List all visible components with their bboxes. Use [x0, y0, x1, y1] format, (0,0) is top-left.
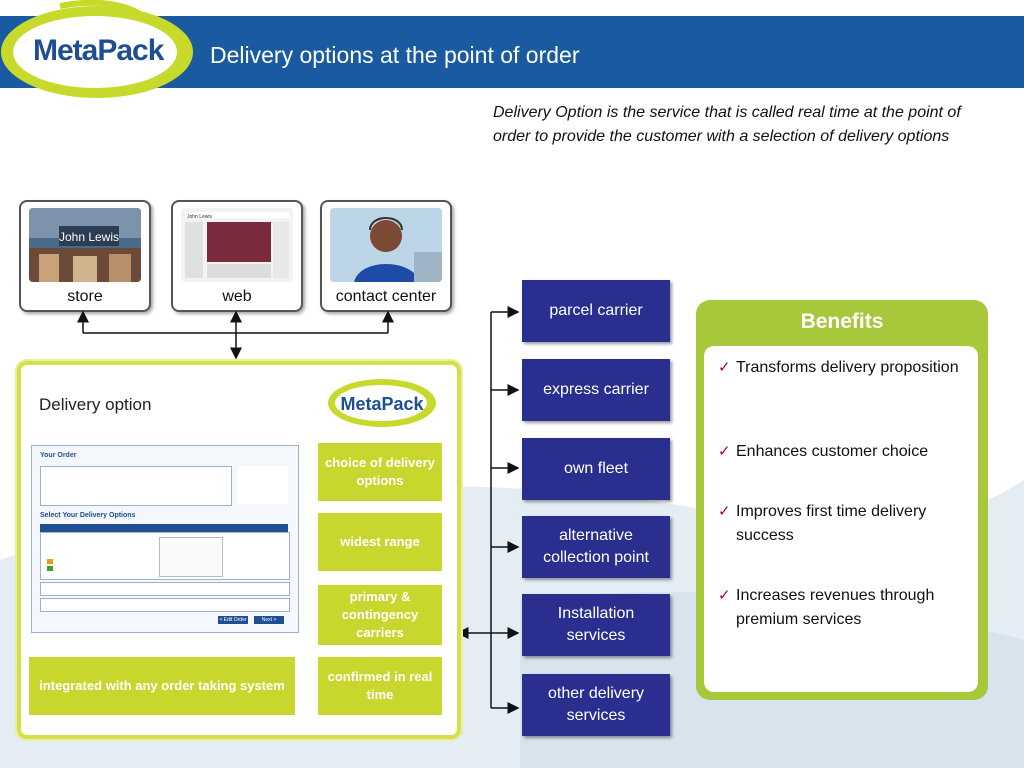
channel-web: John Lewis web: [171, 200, 303, 312]
logo-small-text: MetaPack: [340, 394, 424, 414]
feature-choice: choice of delivery options: [318, 443, 442, 501]
order-table: [40, 466, 232, 506]
checkmark-icon: ✓: [718, 359, 731, 376]
checkmark-icon: ✓: [718, 443, 731, 460]
option-day-of-choice: [40, 532, 290, 580]
benefit-item: ✓Transforms delivery proposition: [718, 356, 986, 380]
logo-swoosh-icon: [1, 0, 193, 98]
carrier-parcel: parcel carrier: [522, 280, 670, 342]
svg-text:John Lewis: John Lewis: [59, 230, 119, 244]
checkmark-icon: ✓: [718, 503, 731, 520]
next-button[interactable]: Next >: [254, 616, 284, 624]
metapack-logo-small: MetaPack: [326, 373, 438, 429]
calendar: [159, 537, 223, 577]
options-header-row: [40, 524, 288, 532]
channel-contact-center: contact center: [320, 200, 452, 312]
carrier-own-fleet: own fleet: [522, 438, 670, 500]
logo-text: MetaPack: [33, 34, 164, 67]
svg-text:John Lewis: John Lewis: [187, 214, 213, 220]
delivery-option-title: Delivery option: [39, 395, 152, 414]
benefits-title: Benefits: [800, 310, 884, 333]
deliver-to-box: [238, 466, 288, 504]
feature-confirmed: confirmed in real time: [318, 657, 442, 715]
contact-center-photo: [330, 208, 442, 282]
price-swatch-orange: [47, 559, 53, 564]
price-swatch-green: [47, 566, 53, 571]
logo-swoosh-small-icon: MetaPack: [328, 379, 436, 427]
channel-label-contact-center: contact center: [335, 288, 437, 305]
delivery-option-panel: Delivery option MetaPack Your Order Sele…: [17, 361, 461, 739]
benefit-item: ✓Improves first time delivery success: [718, 500, 986, 548]
option-standard-delivery[interactable]: [40, 582, 290, 596]
feature-integrated: integrated with any order taking system: [29, 657, 295, 715]
your-order-heading: Your Order: [40, 452, 77, 459]
page-title: Delivery options at the point of order: [210, 42, 580, 68]
carrier-alternative-collection: alternative collection point: [522, 516, 670, 578]
benefit-item: ✓Increases revenues through premium serv…: [718, 584, 986, 632]
web-screenshot: John Lewis: [181, 208, 293, 282]
channel-label-store: store: [67, 288, 103, 305]
option-next-day-evening[interactable]: [40, 598, 290, 612]
channel-label-web: web: [222, 288, 252, 305]
metapack-logo: MetaPack: [0, 0, 200, 104]
checkmark-icon: ✓: [718, 587, 731, 604]
order-screenshot: Your Order Select Your Delivery Options …: [31, 445, 299, 633]
feature-widest-range: widest range: [318, 513, 442, 571]
select-options-heading: Select Your Delivery Options: [40, 512, 136, 519]
intro-text: Delivery Option is the service that is c…: [493, 104, 961, 145]
channel-store: John Lewis store: [19, 200, 151, 312]
edit-order-button[interactable]: < Edit Order: [218, 616, 248, 624]
benefits-panel: Benefits ✓Transforms delivery propositio…: [696, 300, 988, 700]
benefits-list: ✓Transforms delivery proposition ✓Enhanc…: [704, 346, 978, 692]
store-photo: John Lewis: [29, 208, 141, 282]
benefit-item: ✓Enhances customer choice: [718, 440, 986, 464]
carrier-installation: Installation services: [522, 594, 670, 656]
carrier-other: other delivery services: [522, 674, 670, 736]
feature-carriers: primary & contingency carriers: [318, 585, 442, 645]
carrier-express: express carrier: [522, 359, 670, 421]
